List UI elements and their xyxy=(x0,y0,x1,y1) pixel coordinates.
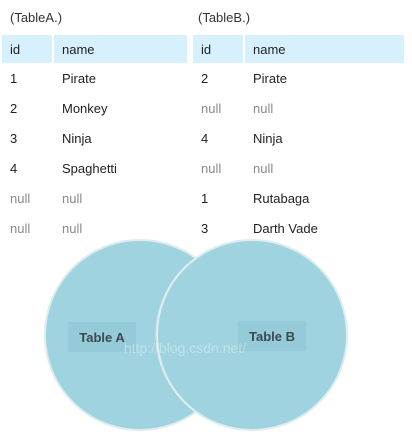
table-b-header-id: id xyxy=(193,35,245,63)
table-b-cell-name: Ninja xyxy=(253,130,283,146)
table-row: 3 Darth Vade xyxy=(193,213,404,243)
table-a-cell-name: Monkey xyxy=(62,100,108,116)
table-b-cell-name: Pirate xyxy=(253,70,287,86)
table-a-cell-id: null xyxy=(10,220,31,236)
table-a: id name 1 Pirate 2 Monkey 3 Ninja 4 Spaghett… xyxy=(2,35,187,243)
table-a-cell-name: Spaghetti xyxy=(62,160,117,176)
table-a-cell-name: null xyxy=(62,190,83,206)
table-row: null null xyxy=(2,213,187,243)
table-a-header-row: id name xyxy=(2,35,187,63)
table-b-header-name: name xyxy=(245,35,404,63)
table-b-cell-name: null xyxy=(253,160,274,176)
table-a-cell-id: 2 xyxy=(10,100,18,116)
table-a-cell-id: 1 xyxy=(10,70,18,86)
table-a-cell-id: null xyxy=(10,190,31,206)
table-row: 2 Monkey xyxy=(2,93,187,123)
table-b-cell-id: null xyxy=(201,160,222,176)
table-b-cell-name: null xyxy=(253,100,274,116)
table-b-header-row: id name xyxy=(193,35,404,63)
table-b-cell-id: 2 xyxy=(201,70,209,86)
table-b-label: Table B xyxy=(249,329,295,344)
table-b-cell-id: 1 xyxy=(201,190,209,206)
table-a-label: Table A xyxy=(79,330,125,345)
table-row: 4 Ninja xyxy=(193,123,404,153)
table-a-cell-name: null xyxy=(62,220,83,236)
table-row: null null xyxy=(193,153,404,183)
table-row: 3 Ninja xyxy=(2,123,187,153)
table-a-header-name: name xyxy=(54,35,187,63)
table-a-cell-name: Ninja xyxy=(62,130,92,146)
table-b-caption: (TableB.) xyxy=(198,10,251,25)
table-a-label-box xyxy=(68,322,136,352)
table-a-header-id: id xyxy=(2,35,54,63)
table-b-cell-name: Darth Vade xyxy=(253,220,318,236)
intersection-edge xyxy=(155,257,197,413)
table-a-caption: (TableA.) xyxy=(10,10,63,25)
table-a-cell-id: 4 xyxy=(10,160,18,176)
table-a-cell-id: 3 xyxy=(10,130,18,146)
table-b-cell-name: Rutabaga xyxy=(253,190,310,206)
table-a-cell-name: Pirate xyxy=(62,70,96,86)
table-b-cell-id: 3 xyxy=(201,220,209,236)
table-row: 1 Rutabaga xyxy=(193,183,404,213)
table-row: null null xyxy=(2,183,187,213)
table-row: 2 Pirate xyxy=(193,63,404,93)
table-row: 4 Spaghetti xyxy=(2,153,187,183)
table-b-label-box xyxy=(238,321,306,351)
table-row: 1 Pirate xyxy=(2,63,187,93)
watermark: http://blog.csdn.net/ xyxy=(124,340,246,356)
table-b-cell-id: null xyxy=(201,100,222,116)
table-b-cell-id: 4 xyxy=(201,130,209,146)
table-row: null null xyxy=(193,93,404,123)
